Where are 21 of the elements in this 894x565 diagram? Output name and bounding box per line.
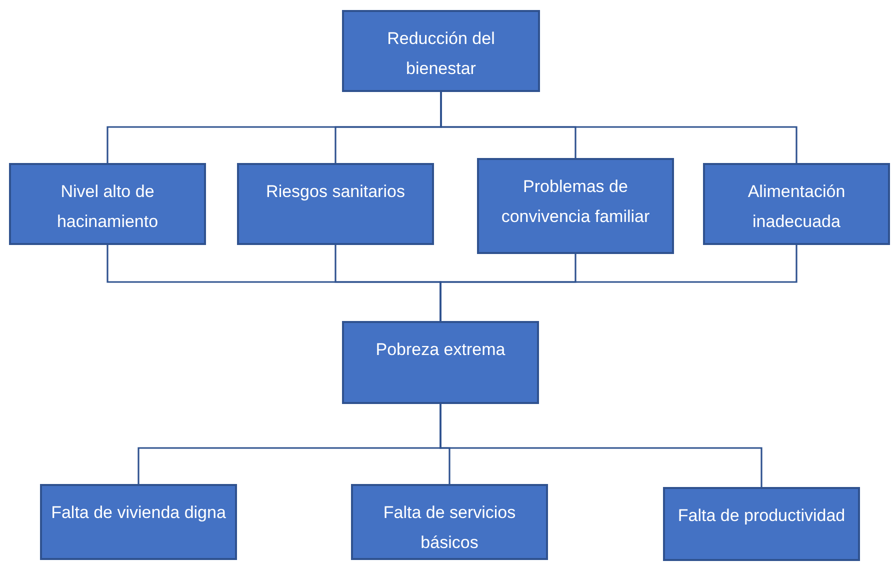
cause-effect-box (703, 163, 890, 245)
cause-effect-box (237, 163, 434, 245)
box-text: Reducción del bienestar (386, 28, 496, 80)
cause-effect-box (663, 487, 860, 561)
box-text: Nivel alto de hacinamiento (56, 181, 160, 233)
cause-effect-box (342, 321, 539, 404)
cause-effect-box (351, 484, 548, 560)
box-text: Problemas de convivencia familiar (500, 176, 651, 228)
connector-line (440, 92, 798, 163)
box-text: Pobreza extrema (376, 339, 506, 361)
box-text: Riesgos sanitarios (266, 181, 405, 203)
cause-effect-box (342, 10, 540, 92)
cause-effect-box (9, 163, 206, 245)
connector-line (440, 404, 762, 487)
box-text: Falta de productividad (678, 505, 846, 527)
connector-line (440, 245, 798, 321)
cause-effect-box (40, 484, 237, 560)
box-text: Alimentación inadecuada (746, 181, 846, 233)
box-text: Falta de servicios básicos (382, 502, 517, 554)
box-text: Falta de vivienda digna (51, 502, 226, 524)
cause-effect-box (477, 158, 674, 254)
